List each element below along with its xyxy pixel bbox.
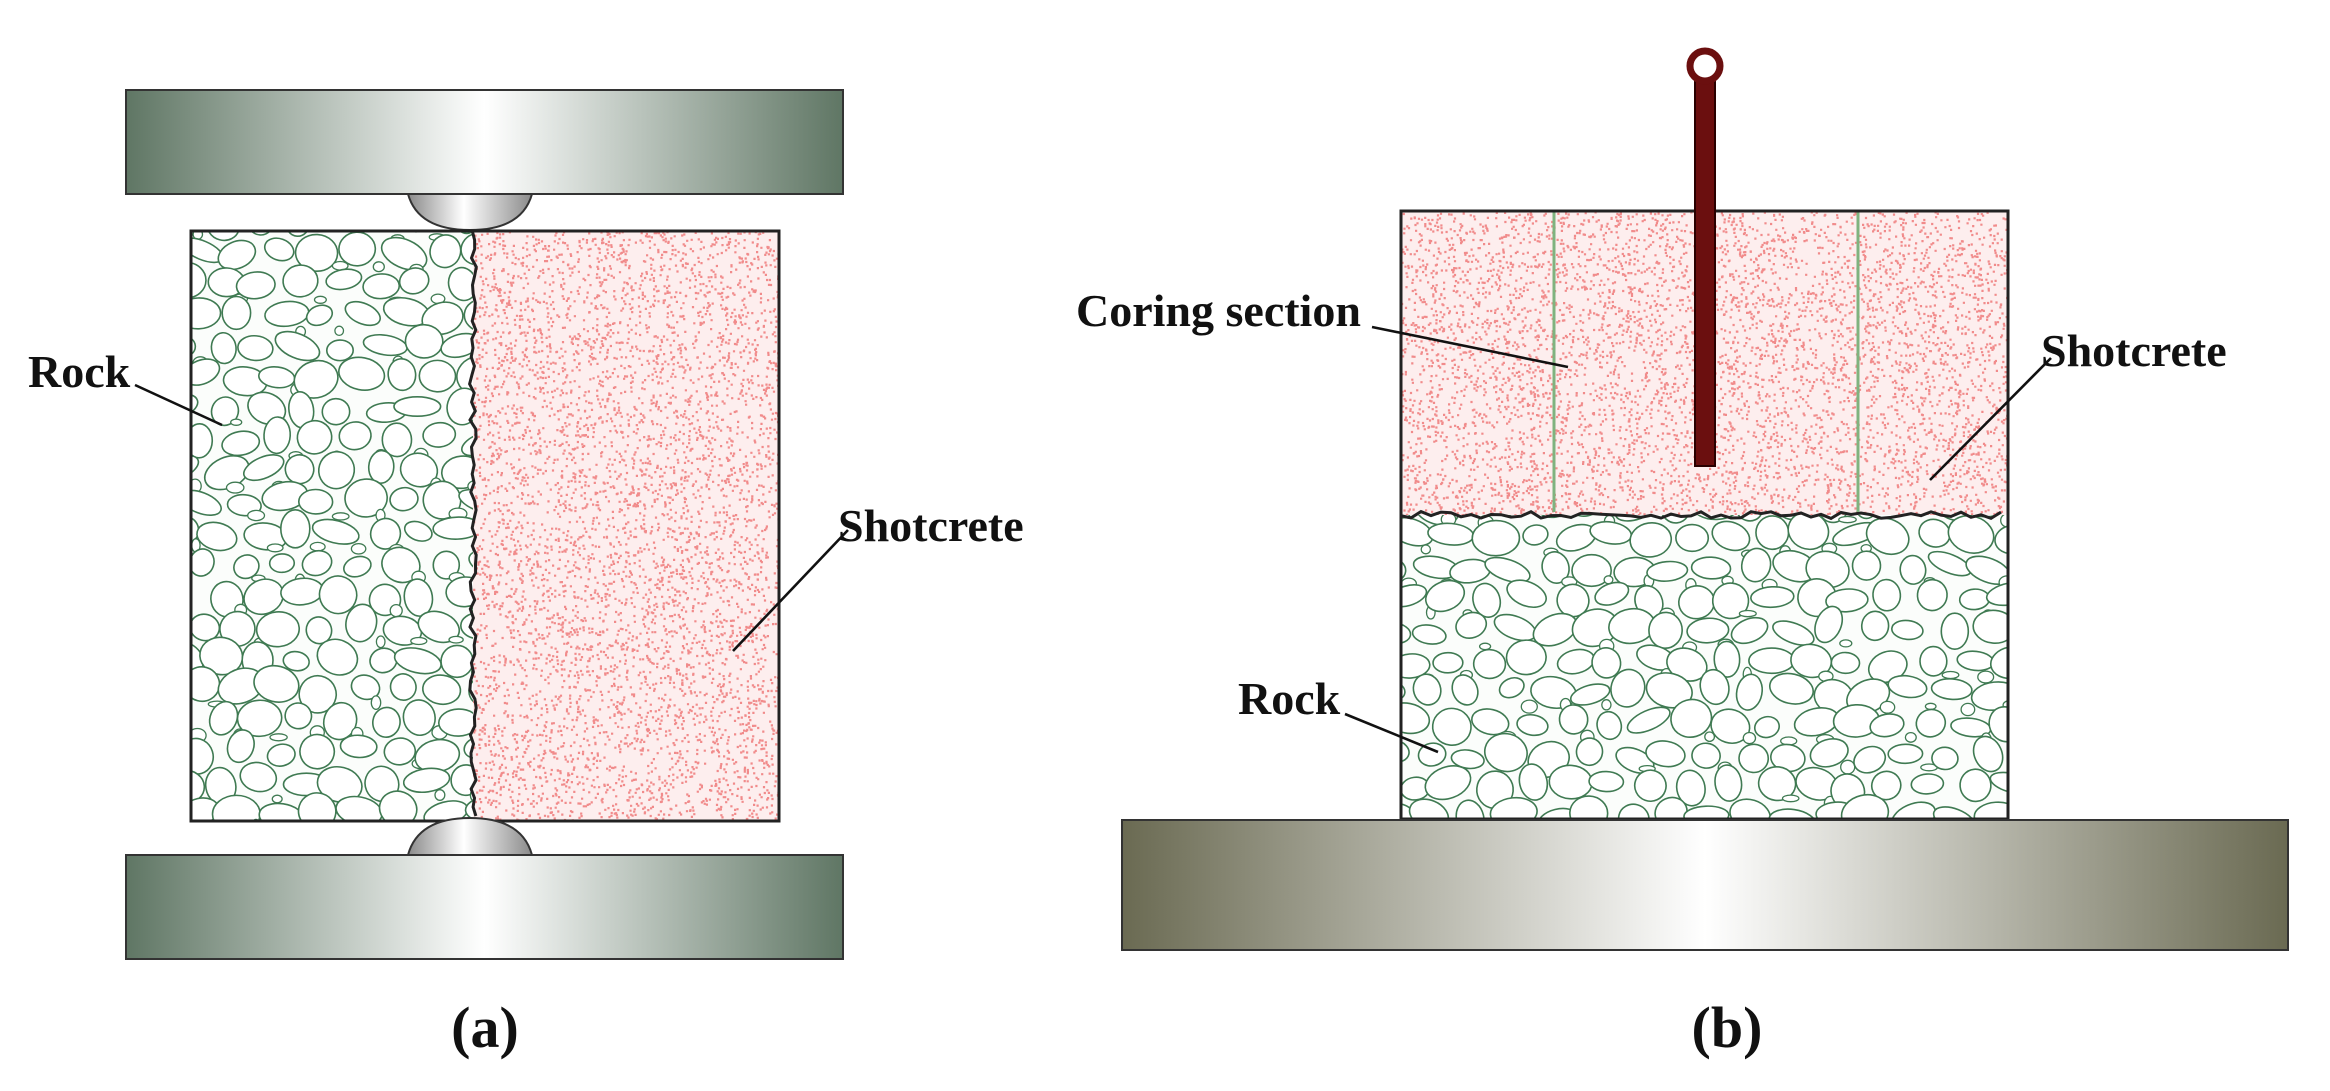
rock-leader-a [134, 383, 223, 427]
base-plate [1121, 819, 2289, 951]
rock-label-a: Rock [28, 346, 131, 397]
panel-b: Coring section Shotcrete Rock (b) [1076, 47, 2289, 1060]
pull-out-rod [1686, 47, 1724, 467]
bottom-spherical-seat [406, 816, 534, 856]
specimen-b [1399, 209, 2010, 821]
caption-a: (a) [451, 995, 519, 1060]
specimen-a [189, 229, 781, 823]
rock-shotcrete-interface-a [468, 229, 478, 817]
rock-label-b: Rock [1238, 673, 1341, 724]
top-spherical-seat [406, 193, 534, 232]
coring-section-label: Coring section [1076, 285, 1361, 336]
panel-a: Rock Shotcrete (a) [28, 89, 1024, 1060]
rod-ring-eye [1686, 47, 1724, 85]
shotcrete-leader-a [732, 529, 849, 652]
shotcrete-label-a: Shotcrete [838, 500, 1024, 551]
bottom-loading-platen [125, 854, 844, 960]
rock-shotcrete-interface-b [1399, 509, 2002, 521]
caption-b: (b) [1692, 995, 1763, 1060]
shotcrete-label-b: Shotcrete [2041, 325, 2227, 376]
rock-leader-b [1344, 712, 1439, 754]
shotcrete-region-a [473, 231, 779, 821]
shotcrete-leader-b [1929, 357, 2052, 481]
coring-section-leader [1371, 325, 1569, 369]
top-loading-platen [125, 89, 844, 195]
